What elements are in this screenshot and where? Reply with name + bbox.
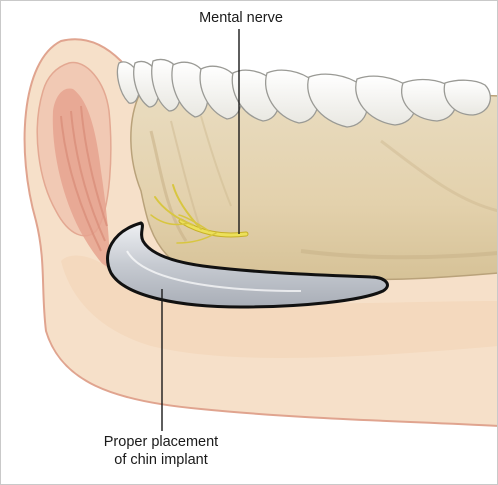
mental-nerve-label: Mental nerve [199,10,283,26]
chin-implant-label-line1: Proper placement [103,434,219,450]
lower-teeth [116,58,491,128]
mentalis-muscle [52,88,110,271]
chin-implant [106,221,389,309]
mental-nerve [150,184,249,244]
chin-implant-label: Proper placement of chin implant [71,433,251,469]
chin-implant-label-line2: of chin implant [114,452,208,468]
